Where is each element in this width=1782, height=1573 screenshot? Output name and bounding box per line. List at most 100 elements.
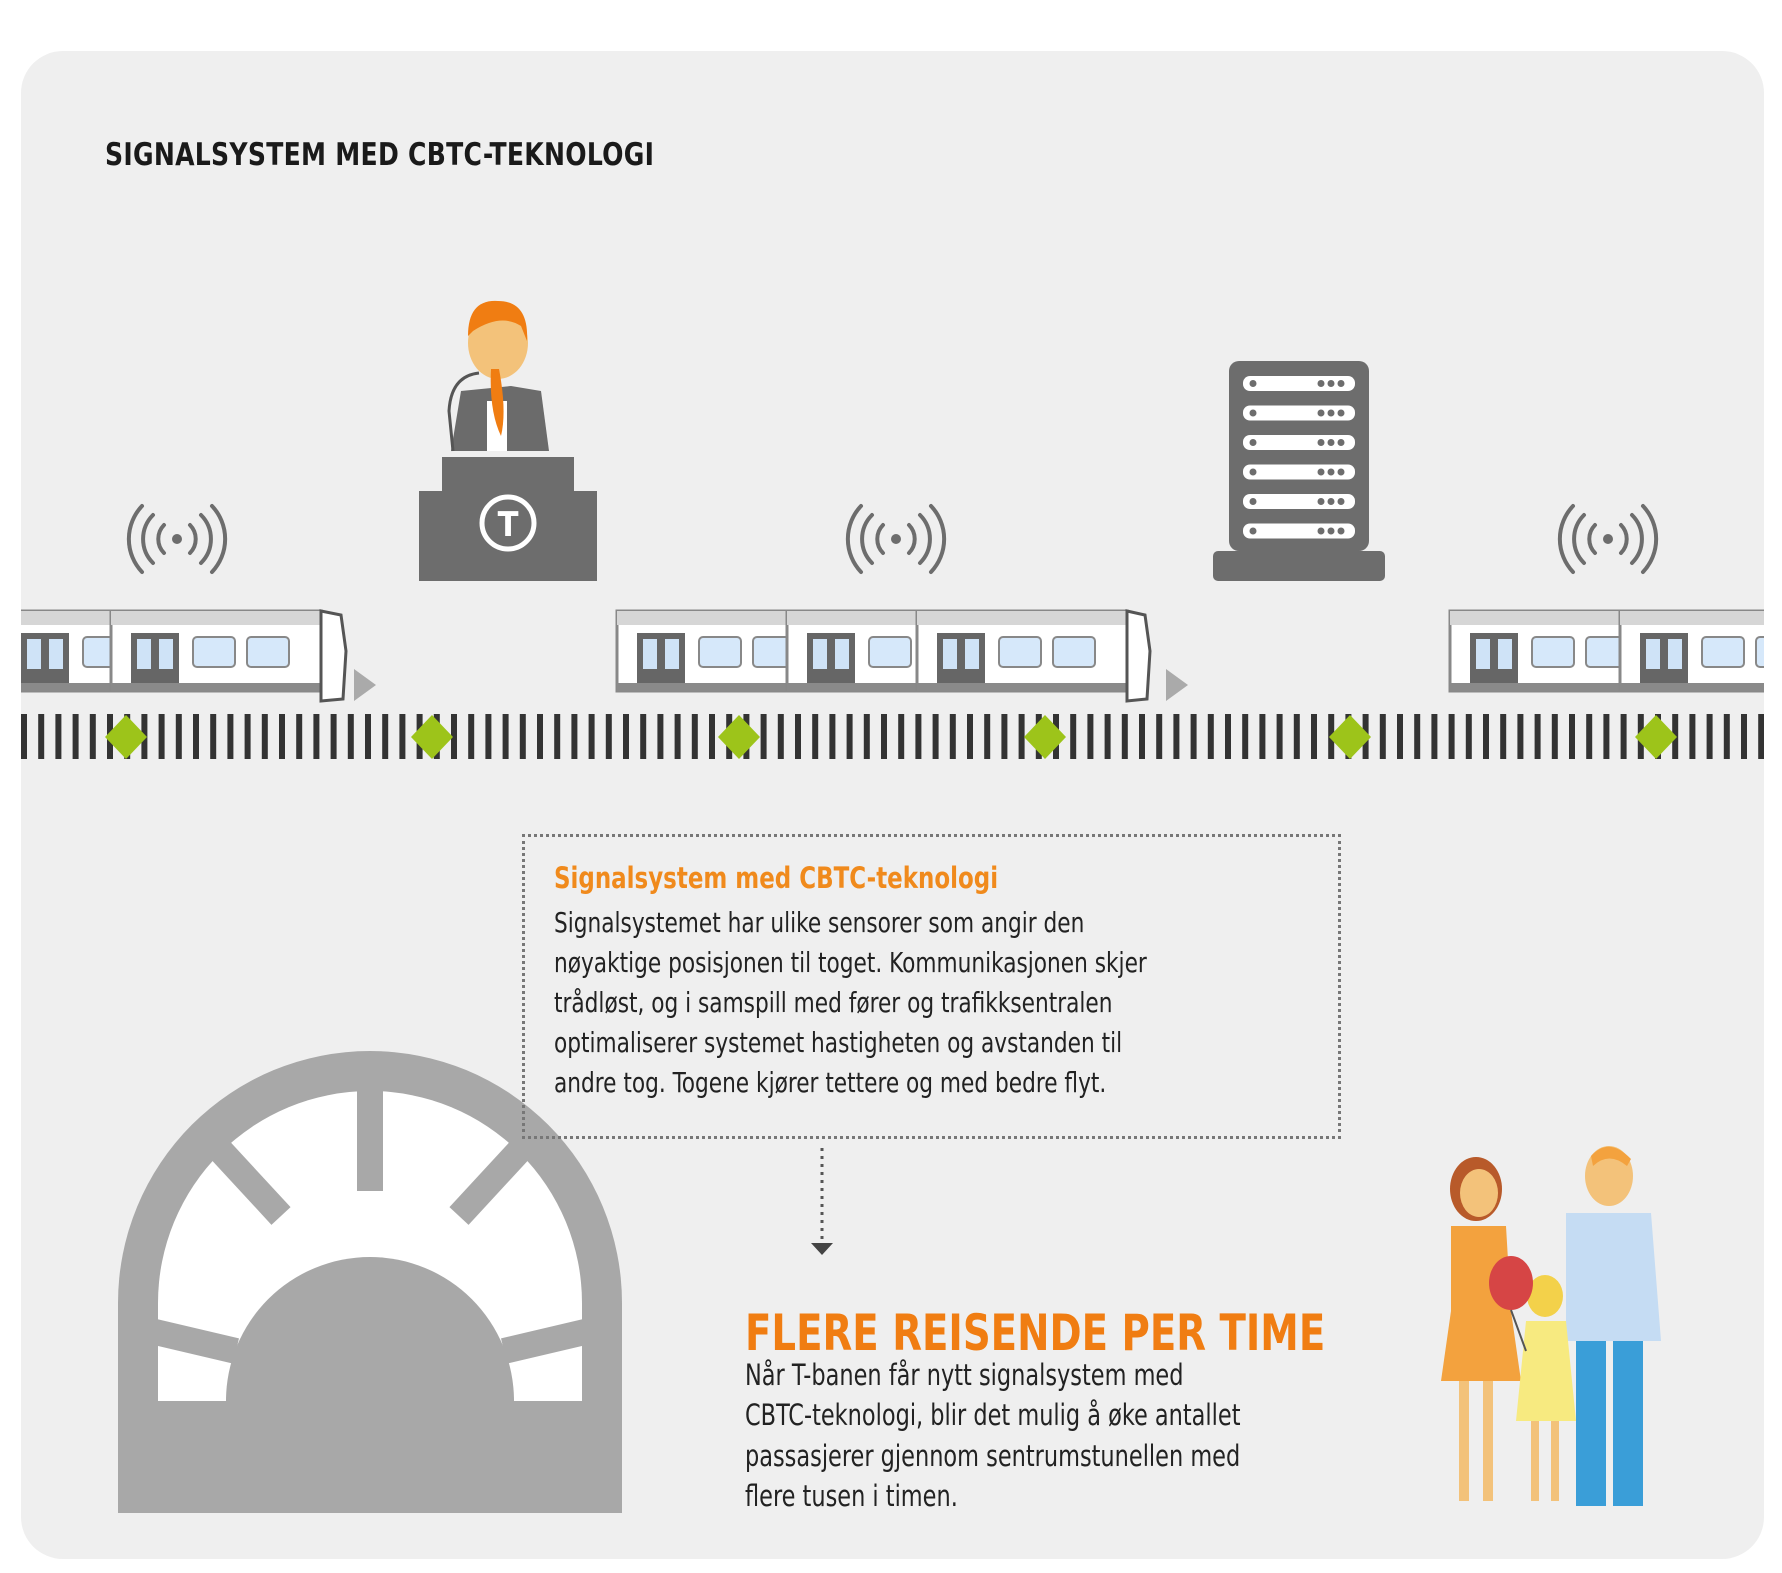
- sensor-diamond-icon: [105, 715, 147, 759]
- info-heading: Signalsystem med CBTC-teknologi: [554, 861, 999, 895]
- result-heading: FLERE REISENDE PER TIME: [745, 1304, 1326, 1362]
- server-led: [1337, 380, 1345, 387]
- server-led: [1317, 380, 1325, 387]
- server-slot: [1243, 523, 1355, 539]
- page-title: SIGNALSYSTEM MED CBTC-TEKNOLOGI: [105, 137, 655, 173]
- track-tie: [829, 714, 836, 759]
- sensor-diamond-icon: [1329, 715, 1371, 759]
- track-tie: [1190, 714, 1197, 759]
- track-tie: [451, 714, 457, 759]
- infographic-panel: T: [21, 51, 1764, 1559]
- server-led: [1337, 468, 1345, 476]
- track-tie: [1173, 714, 1180, 759]
- server-slot: [1243, 494, 1355, 509]
- server-led: [1327, 468, 1335, 476]
- track-tie: [588, 714, 595, 759]
- track-tie: [932, 714, 939, 759]
- result-text-line: Når T-banen får nytt signalsystem med: [745, 1358, 1184, 1392]
- track-tie: [846, 714, 853, 759]
- wireless-signal-icon: [845, 504, 947, 574]
- server-slot: [1243, 435, 1355, 450]
- track-tie: [1689, 714, 1696, 759]
- track: [21, 714, 1764, 759]
- server-led: [1249, 527, 1257, 535]
- server-led: [1327, 527, 1335, 535]
- server-led: [1327, 409, 1335, 417]
- track-tie: [1018, 714, 1025, 759]
- track-tie: [1397, 714, 1403, 759]
- track-tie: [1207, 714, 1214, 759]
- server-led: [1317, 527, 1325, 535]
- track-tie: [1070, 714, 1077, 759]
- train-icon: [21, 609, 348, 703]
- track-tie: [709, 714, 715, 759]
- track-tie: [1741, 714, 1747, 759]
- track-tie: [1551, 714, 1558, 759]
- track-tie: [605, 714, 612, 759]
- track-tie: [1379, 714, 1386, 759]
- track-tie: [915, 714, 922, 759]
- track-tie: [1534, 714, 1541, 759]
- tunnel-icon: [118, 1051, 622, 1513]
- track-tie: [1586, 714, 1593, 759]
- server-led: [1327, 380, 1335, 387]
- track-tie: [640, 714, 647, 759]
- train-icon: [1448, 609, 1764, 693]
- track-tie: [1431, 714, 1438, 759]
- track-tie: [227, 714, 234, 759]
- info-text-line: nøyaktige posisjonen til toget. Kommunik…: [554, 946, 1147, 979]
- result-text-line: CBTC-teknologi, blir det mulig å øke ant…: [745, 1398, 1241, 1432]
- track-tie: [1465, 714, 1472, 759]
- track-tie: [279, 714, 285, 759]
- illustration: T: [21, 300, 1764, 1513]
- track-tie: [89, 714, 96, 759]
- family-icon: [1441, 1146, 1661, 1506]
- track-tie: [365, 714, 371, 759]
- track-tie: [72, 714, 79, 759]
- server-led: [1249, 409, 1257, 417]
- track-tie: [1569, 714, 1575, 759]
- track-tie: [795, 714, 801, 759]
- track-tie: [1517, 714, 1524, 759]
- train-icon: [615, 609, 1152, 703]
- track-tie: [519, 714, 526, 759]
- track-tie: [1259, 714, 1266, 759]
- track-tie: [261, 714, 268, 759]
- track-tie: [949, 714, 956, 759]
- track-tie: [674, 714, 681, 759]
- track-tie: [485, 714, 492, 759]
- track-tie: [1620, 714, 1627, 759]
- track-tie: [1414, 714, 1421, 759]
- server-slot: [1243, 464, 1355, 480]
- track-tie: [760, 714, 767, 759]
- track-tie: [175, 714, 182, 759]
- track-tie: [537, 714, 543, 759]
- track-tie: [244, 714, 251, 759]
- server-led: [1317, 439, 1325, 446]
- track-tie: [1706, 714, 1713, 759]
- direction-arrow-icon: [1166, 669, 1188, 701]
- server-led: [1249, 380, 1257, 387]
- track-tie: [210, 714, 217, 759]
- track-tie: [1225, 714, 1231, 759]
- t-logo: T: [498, 505, 519, 545]
- track-tie: [1001, 714, 1008, 759]
- result-text-line: flere tusen i timen.: [745, 1479, 958, 1513]
- track-tie: [313, 714, 320, 759]
- track-tie: [1311, 714, 1317, 759]
- track-tie: [1448, 714, 1455, 759]
- info-text-line: Signalsystemet har ulike sensorer som an…: [554, 906, 1085, 939]
- info-text-line: trådløst, og i samspill med fører og tra…: [554, 986, 1113, 1019]
- track-tie: [1276, 714, 1283, 759]
- sensor-diamonds: [105, 715, 1677, 759]
- server-led: [1337, 409, 1345, 417]
- sensor-diamond-icon: [1024, 715, 1066, 759]
- track-tie: [1603, 714, 1610, 759]
- track-tie: [158, 714, 165, 759]
- track-tie: [623, 714, 629, 759]
- server-led: [1327, 498, 1335, 505]
- wireless-signal-icon: [126, 504, 228, 574]
- server-slot: [1243, 405, 1355, 421]
- server-led: [1337, 439, 1345, 446]
- track-tie: [1121, 714, 1128, 759]
